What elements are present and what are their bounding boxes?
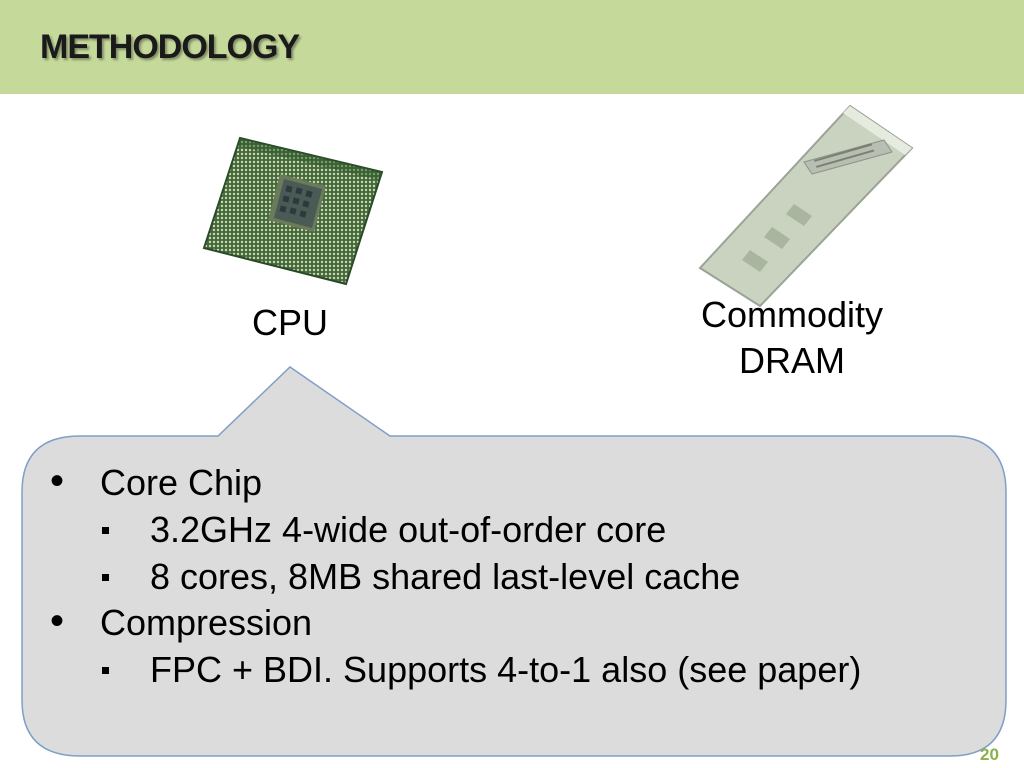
bullet-dot: • bbox=[50, 459, 65, 503]
sub-bullet-text: 8 cores, 8MB shared last-level cache bbox=[150, 556, 741, 597]
bullet-text: Compression bbox=[100, 602, 313, 643]
callout-content: • Core Chip 3.2GHz 4-wide out-of-order c… bbox=[40, 459, 970, 693]
cpu-label: CPU bbox=[251, 302, 328, 343]
dram-label: Commodity DRAM bbox=[672, 292, 912, 384]
dram-label-line2: DRAM bbox=[739, 340, 845, 381]
square-bullet bbox=[102, 574, 109, 581]
sub-bullet-text: FPC + BDI. Supports 4-to-1 also (see pap… bbox=[150, 649, 862, 690]
slide-title: METHODOLOGY bbox=[40, 28, 300, 66]
square-bullet bbox=[102, 667, 109, 674]
dram-module-image bbox=[698, 104, 914, 308]
page-number: 20 bbox=[980, 745, 999, 764]
sub-bullet-item: 3.2GHz 4-wide out-of-order core bbox=[40, 506, 970, 553]
sub-bullet-text: 3.2GHz 4-wide out-of-order core bbox=[150, 509, 667, 550]
dram-label-line1: Commodity bbox=[700, 294, 884, 335]
bullet-text: Core Chip bbox=[100, 462, 263, 503]
bullet-item: • Compression bbox=[40, 599, 970, 646]
sub-bullet-item: FPC + BDI. Supports 4-to-1 also (see pap… bbox=[40, 646, 970, 693]
title-bar bbox=[0, 0, 1024, 94]
square-bullet bbox=[102, 527, 109, 534]
bullet-dot: • bbox=[50, 599, 65, 643]
cpu-chip-image bbox=[202, 136, 384, 286]
bullet-item: • Core Chip bbox=[40, 459, 970, 506]
sub-bullet-item: 8 cores, 8MB shared last-level cache bbox=[40, 553, 970, 600]
